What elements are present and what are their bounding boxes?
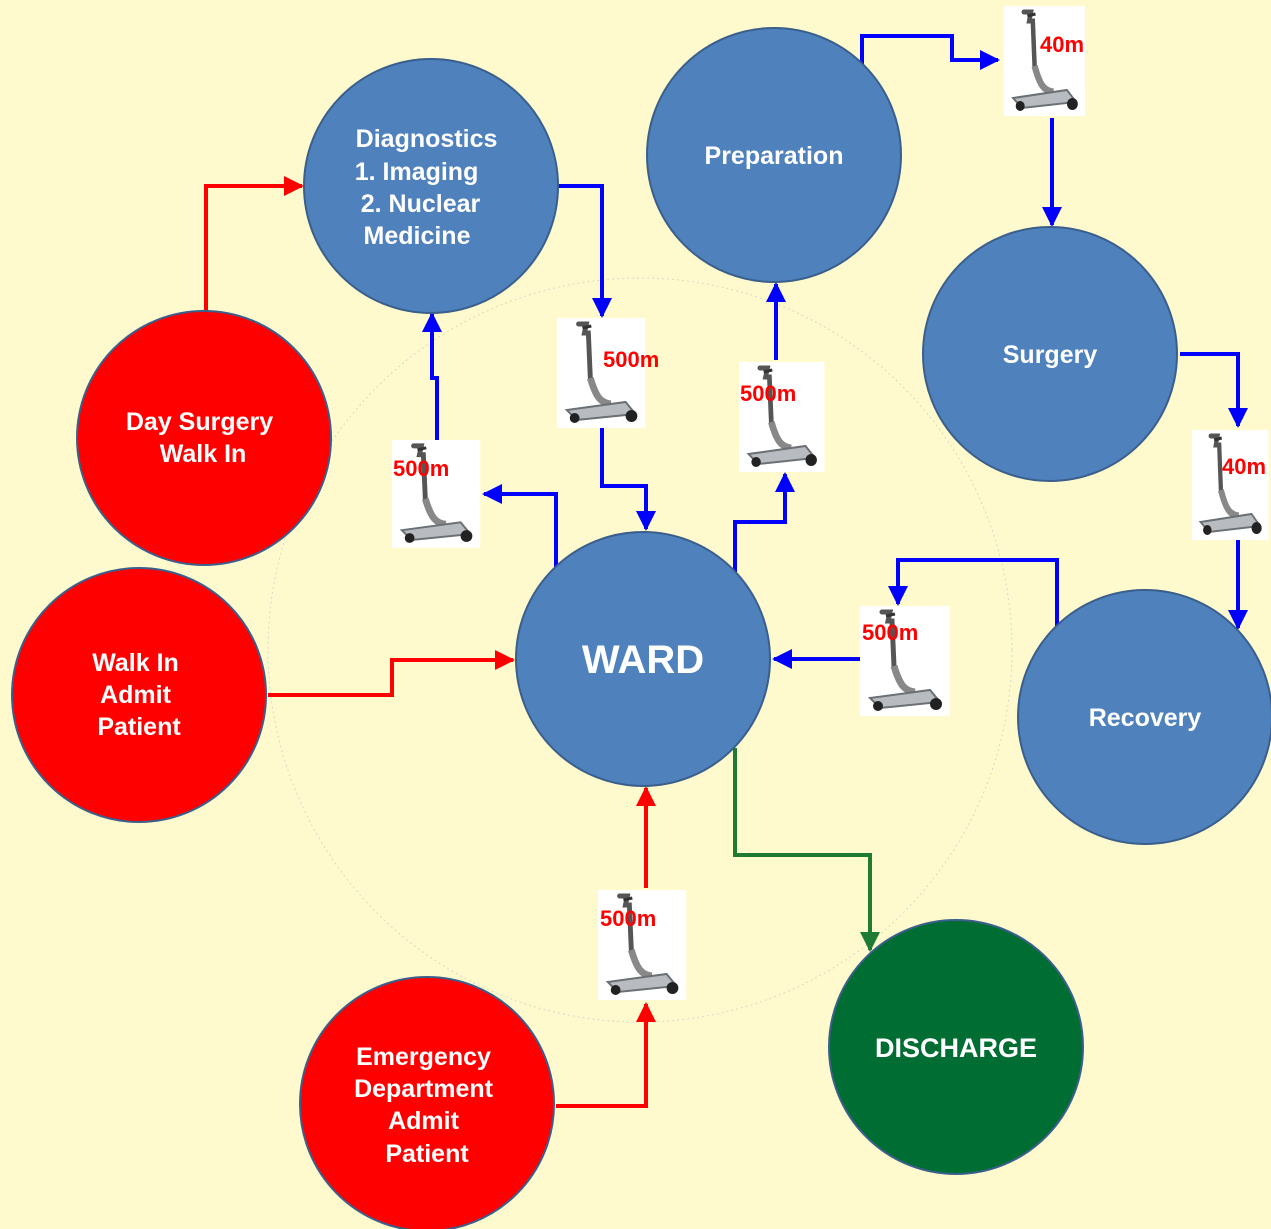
arrow-surgery-to-trolley — [1180, 352, 1248, 428]
entry-arrows — [204, 176, 656, 1108]
distance-label: 500m — [603, 347, 659, 372]
distance-label: 500m — [393, 456, 449, 481]
node-diagnostics: Diagnostics 1. Imaging 2. Nuclear Medici… — [303, 58, 559, 314]
node-emergency: Emergency Department Admit Patient — [299, 976, 555, 1229]
arrow-ward-to-trolley-left — [482, 484, 558, 572]
node-preparation: Preparation — [646, 27, 902, 283]
trolley-icon — [557, 318, 645, 428]
arrow-trolley-to-ward — [600, 428, 656, 531]
svg-text:Preparation: Preparation — [705, 142, 844, 170]
arrow-recovery-to-trolley — [888, 558, 1059, 630]
arrow-daysurgery-to-diag — [204, 176, 304, 312]
svg-text:WARD: WARD — [582, 638, 704, 682]
distance-label: 500m — [600, 906, 656, 931]
svg-text:Diagnostics 1. Imaging: Diagnostics 1. Imaging 2. Nuclear Medici… — [355, 125, 505, 250]
background-ring — [267, 277, 1013, 1023]
trolley-icon — [1004, 6, 1085, 116]
arrow-diag-to-trolley — [556, 184, 612, 318]
trolley-icon — [739, 362, 825, 472]
arrow-trolley-to-diag — [422, 312, 442, 440]
node-day-surgery: Day Surgery Walk In — [76, 310, 332, 566]
svg-text:Day Surgery Walk In: Day Surgery Walk In — [126, 408, 280, 468]
distance-label: 500m — [740, 381, 796, 406]
distance-label: 500m — [862, 620, 918, 645]
node-walk-in: Walk In Admit Patient — [11, 567, 267, 823]
arrow-prep-to-trolley — [860, 34, 1000, 70]
svg-text:Walk In Admit Pati: Walk In Admit Patient — [92, 649, 186, 741]
arrow-ward-to-trolley-right — [733, 472, 795, 572]
arrow-walkin-to-ward — [268, 650, 515, 697]
node-surgery: Surgery — [922, 226, 1178, 482]
node-recovery: Recovery — [1017, 589, 1271, 845]
arrow-emergency-to-trolley — [556, 1002, 656, 1108]
svg-text:DISCHARGE: DISCHARGE — [875, 1033, 1037, 1063]
arrow-ward-to-discharge — [733, 748, 880, 952]
flow-arrows — [422, 34, 1248, 669]
svg-text:Emergency Department: Emergency Department Admit Patient — [354, 1043, 500, 1168]
node-discharge: DISCHARGE — [828, 919, 1084, 1175]
distance-label: 40m — [1040, 32, 1084, 57]
node-ward: WARD — [515, 531, 771, 787]
distance-label: 40m — [1222, 454, 1266, 479]
svg-text:Surgery: Surgery — [1003, 341, 1098, 369]
trolley-icon — [1192, 430, 1269, 540]
svg-text:Recovery: Recovery — [1089, 704, 1202, 732]
